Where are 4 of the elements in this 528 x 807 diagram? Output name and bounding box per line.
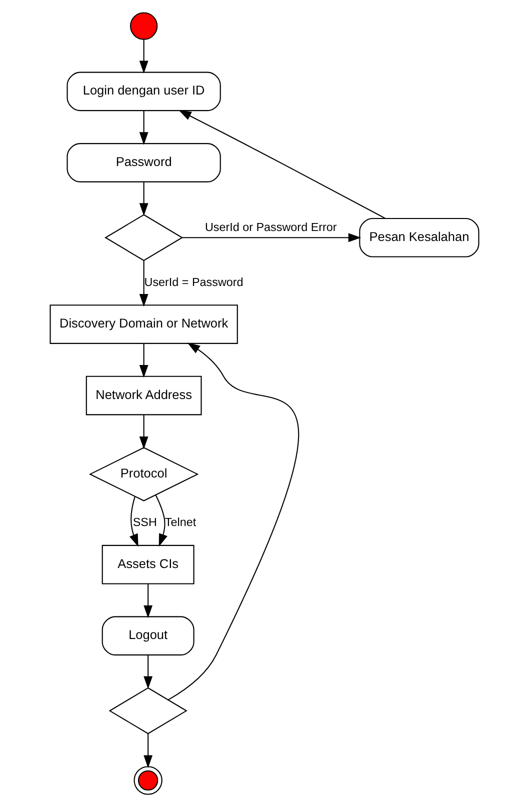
edge-label: SSH <box>132 516 156 530</box>
edge-label: UserId or Password Error <box>204 221 336 234</box>
edge-label: UserId = Password <box>144 276 243 289</box>
edge-label: Telnet <box>164 516 196 530</box>
